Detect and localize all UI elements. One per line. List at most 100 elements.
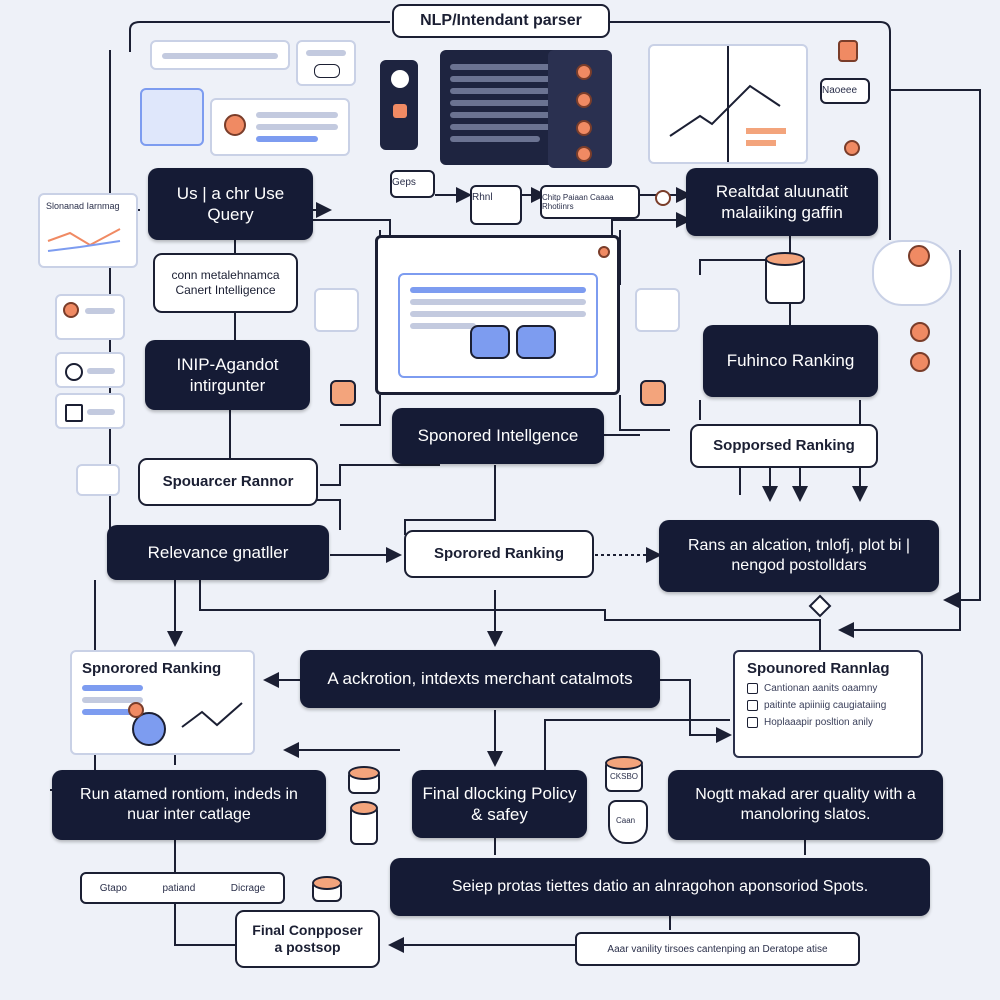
outer-loop bbox=[129, 21, 390, 52]
chip-label: Geps bbox=[392, 177, 416, 188]
fulfilment-ranking-label: Fuhinco Ranking bbox=[726, 351, 855, 371]
tag-chip bbox=[640, 380, 666, 406]
diagram-title-text: NLP/Intendant parser bbox=[420, 12, 582, 29]
legend-item: Gtapo bbox=[99, 882, 127, 894]
list-item-label: paitinte apiiniig caugiataiing bbox=[764, 700, 887, 711]
user-query-label: Us | a chr Use Query bbox=[176, 183, 285, 224]
chat-bubble-panel bbox=[210, 98, 350, 156]
checkbox[interactable] bbox=[747, 683, 758, 694]
list-chip: Rhnl bbox=[470, 185, 522, 225]
realtime-monitoring-node[interactable]: Realtdat aluunatit malaiiking gaffin bbox=[686, 168, 878, 236]
search-button-panel bbox=[296, 40, 356, 86]
rank-allocation-label: Rans an alcation, tnlofj, plot bi | neng… bbox=[687, 537, 911, 574]
night-quality-node[interactable]: Nogtt makad arer quality with a manolori… bbox=[668, 770, 943, 840]
content-intelligence-node[interactable]: conn metalehnamca Canert Intelligence bbox=[153, 253, 298, 313]
sponsored-ranking-left-card: Spnorored Ranking bbox=[70, 650, 255, 755]
shield-icon: Caan bbox=[608, 800, 648, 844]
trend-line-icon bbox=[181, 702, 243, 728]
chip-label: Naoeee bbox=[822, 85, 858, 96]
record-card bbox=[55, 352, 125, 388]
line-chart-icon bbox=[669, 46, 786, 162]
checkbox[interactable] bbox=[747, 717, 758, 728]
doc-stack-icon bbox=[635, 288, 680, 332]
device-icon bbox=[765, 252, 805, 304]
database-icon bbox=[516, 325, 556, 359]
list-item-label: Hoplaaapir posltion anily bbox=[764, 717, 873, 728]
database-icon bbox=[470, 325, 510, 359]
outer-loop bbox=[610, 21, 891, 240]
junction-diamond bbox=[808, 594, 832, 618]
footnote-box: Aaar vanility tirsoes cantenping an Dera… bbox=[575, 932, 860, 966]
sponsored-ranking-right-card: Spounored Rannlag Cantionan aanits oaamn… bbox=[733, 650, 923, 758]
rank-allocation-node[interactable]: Rans an alcation, tnlofj, plot bi | neng… bbox=[659, 520, 939, 592]
list-item-label: Cantionan aanits oaamny bbox=[764, 683, 878, 694]
night-quality-label: Nogtt makad arer quality with a manolori… bbox=[695, 786, 916, 823]
browser-window bbox=[375, 235, 620, 395]
list-item[interactable]: Cantionan aanits oaamny bbox=[747, 683, 909, 694]
final-composer-node[interactable]: Final Conpposer a postsop bbox=[235, 910, 380, 968]
nlp-interpreter-node[interactable]: INIP-Agandot intirgunter bbox=[145, 340, 310, 410]
jar-label: CKSBO bbox=[610, 772, 639, 781]
sopporsed-ranking-label: Sopporsed Ranking bbox=[713, 436, 855, 454]
record-card bbox=[55, 393, 125, 429]
plug-icon bbox=[655, 190, 671, 206]
mini-document: Slonanad Iarnmag bbox=[38, 193, 138, 268]
sponsor-ranner-node[interactable]: Spouarcer Rannor bbox=[138, 458, 318, 506]
sponsored-ranking-center-label: Sporored Ranking bbox=[433, 544, 564, 562]
status-dot bbox=[844, 140, 860, 156]
sponsored-intelligence-label: Sponored Intellgence bbox=[417, 426, 579, 446]
fulfilment-ranking-node[interactable]: Fuhinco Ranking bbox=[703, 325, 878, 397]
final-composer-label: Final Conpposer a postsop bbox=[252, 921, 363, 956]
chip-label: Chitp Paiaan Caaaa Rhotiinrs bbox=[542, 193, 614, 211]
mini-chart-icon bbox=[47, 228, 121, 252]
nav-chip: Naoeee bbox=[820, 78, 870, 104]
user-avatar-icon bbox=[380, 60, 418, 150]
lock-device-icon bbox=[350, 801, 378, 845]
outer-loop bbox=[109, 50, 140, 211]
footnote-text: Aaar vanility tirsoes cantenping an Dera… bbox=[607, 943, 828, 955]
tag-chip bbox=[330, 380, 356, 406]
diagram-title: NLP/Intendant parser bbox=[392, 4, 610, 38]
sponsored-ranking-left-title[interactable]: Spnorored Ranking bbox=[82, 660, 222, 677]
shield-label: Caan bbox=[616, 816, 636, 825]
select-profiles-label: Seiep protas tiettes datio an alnragohon… bbox=[451, 878, 869, 895]
content-intelligence-label: conn metalehnamca Canert Intelligence bbox=[171, 268, 280, 297]
run-ranking-label: Run atamed rontiom, indeds in nuar inter… bbox=[80, 786, 298, 823]
home-icon bbox=[76, 464, 120, 496]
run-ranking-node[interactable]: Run atamed rontiom, indeds in nuar inter… bbox=[52, 770, 326, 840]
token-icon bbox=[312, 876, 342, 902]
checkbox[interactable] bbox=[747, 700, 758, 711]
status-dot bbox=[910, 322, 930, 342]
stack-chip: Chitp Paiaan Caaaa Rhotiinrs bbox=[540, 185, 640, 219]
storage-jar-icon bbox=[348, 766, 380, 794]
user-query-node[interactable]: Us | a chr Use Query bbox=[148, 168, 313, 240]
filter-chip: Geps bbox=[390, 170, 435, 198]
label-jar-icon: CKSBO bbox=[605, 756, 643, 792]
final-blocking-node[interactable]: Final dlocking Policy & safey bbox=[412, 770, 587, 838]
sopporsed-ranking-node[interactable]: Sopporsed Ranking bbox=[690, 424, 878, 468]
legend-item: Dicrage bbox=[230, 882, 266, 894]
sponsored-intelligence-node[interactable]: Sponored Intellgence bbox=[392, 408, 604, 464]
sponsored-ranking-center-node[interactable]: Sporored Ranking bbox=[404, 530, 594, 578]
sponsored-ranking-right-title[interactable]: Spounored Rannlag bbox=[747, 660, 890, 677]
realtime-monitoring-label: Realtdat aluunatit malaiiking gaffin bbox=[715, 181, 849, 222]
status-dot bbox=[838, 40, 858, 62]
settings-panel bbox=[548, 50, 612, 168]
alert-card bbox=[55, 294, 125, 340]
doc-stack-icon bbox=[314, 288, 359, 332]
merchant-catalog-label: A ackrotion, intdexts merchant catalmots bbox=[327, 669, 633, 689]
status-dot bbox=[908, 245, 930, 267]
status-dot bbox=[910, 352, 930, 372]
select-profiles-node[interactable]: Seiep protas tiettes datio an alnragohon… bbox=[390, 858, 930, 916]
open-book-chart bbox=[648, 44, 808, 164]
list-item[interactable]: paitinte apiiniig caugiataiing bbox=[747, 700, 909, 711]
image-thumbnail-icon bbox=[140, 88, 204, 146]
list-item[interactable]: Hoplaaapir posltion anily bbox=[747, 717, 909, 728]
chip-label: Rhnl bbox=[472, 192, 493, 203]
nlp-interpreter-label: INIP-Agandot intirgunter bbox=[176, 354, 279, 395]
mini-document-title: Slonanad Iarnmag bbox=[46, 201, 120, 211]
relevance-gratifier-node[interactable]: Relevance gnatller bbox=[107, 525, 329, 580]
search-panel bbox=[150, 40, 290, 70]
merchant-catalog-node[interactable]: A ackrotion, intdexts merchant catalmots bbox=[300, 650, 660, 708]
